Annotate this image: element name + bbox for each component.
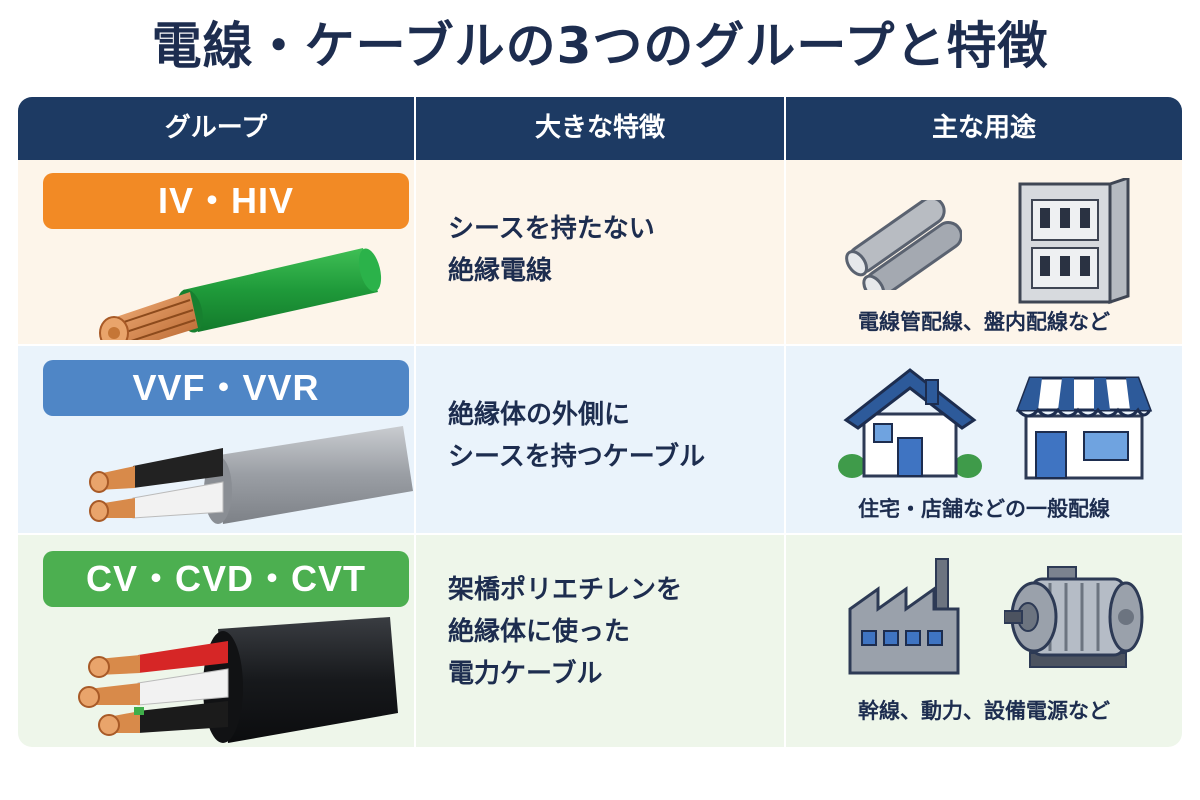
table-row: IV・HIV シースを持たない 絶縁電線 xyxy=(18,160,1182,345)
feature-text-cv: 架橋ポリエチレンを 絶縁体に使った 電力ケーブル xyxy=(448,575,683,689)
row-divider xyxy=(18,344,1182,346)
vvf-cable-illustration xyxy=(89,426,413,524)
cable-groups-table: グループ 大きな特徴 主な用途 IV・HIV xyxy=(18,97,1182,747)
header-usage: 主な用途 xyxy=(931,113,1036,143)
conduit-pipes-icon xyxy=(845,200,962,290)
group-badge-vvf-vvr: VVF・VVR xyxy=(43,360,409,416)
usage-text-vvf: 住宅・店舗などの一般配線 xyxy=(858,497,1110,521)
iv-wire-illustration xyxy=(99,248,382,340)
table-row: VVF・VVR 絶縁体の外側に シースを持つケーブル xyxy=(18,346,1182,534)
header-feature: 大きな特徴 xyxy=(534,113,665,143)
group-badge-cv-cvd-cvt: CV・CVD・CVT xyxy=(43,551,409,607)
feature-text-iv: シースを持たない 絶縁電線 xyxy=(448,214,655,286)
feature-text-vvf: 絶縁体の外側に シースを持つケーブル xyxy=(448,400,706,472)
header-divider xyxy=(784,97,786,160)
motor-icon xyxy=(1004,566,1144,668)
house-icon xyxy=(838,368,982,478)
group-badge-iv-hiv: IV・HIV xyxy=(43,173,409,229)
table-header: グループ 大きな特徴 主な用途 xyxy=(18,97,1182,160)
usage-text-cv: 幹線、動力、設備電源など xyxy=(858,699,1110,723)
header-group: グループ xyxy=(164,113,268,143)
usage-text-iv: 電線管配線、盤内配線など xyxy=(858,310,1110,334)
page-title: 電線・ケーブルの3つのグループと特徴 xyxy=(151,17,1049,75)
factory-icon xyxy=(848,558,960,675)
table-row: CV・CVD・CVT 架橋ポリエチレンを 絶縁体に使った 電力ケーブル xyxy=(18,535,1182,747)
column-divider xyxy=(414,160,416,747)
header-divider xyxy=(414,97,416,160)
column-divider xyxy=(784,160,786,747)
distribution-panel-icon xyxy=(1018,178,1130,305)
cv-cable-illustration xyxy=(78,617,398,743)
shop-icon xyxy=(1015,376,1153,480)
row-divider xyxy=(18,533,1182,535)
